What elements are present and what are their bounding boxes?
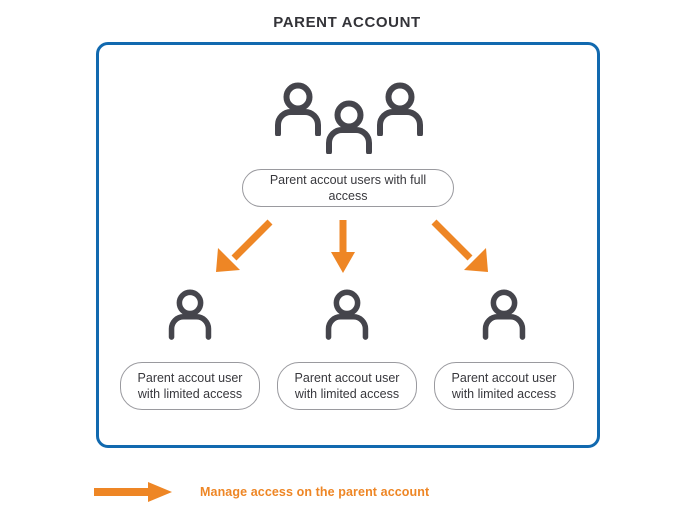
legend-label: Manage access on the parent account <box>200 485 430 499</box>
limited-access-line-2: with limited access <box>451 387 557 401</box>
full-access-label-box: Parent accout users with full access <box>242 169 454 207</box>
full-access-label-text: Parent accout users with full access <box>269 173 427 203</box>
arrow-down-icon <box>331 220 355 273</box>
limited-access-line-2: with limited access <box>137 387 243 401</box>
person-icon <box>323 288 371 340</box>
arrow-down-left-icon <box>216 219 273 272</box>
limited-access-line-1: Parent accout user <box>294 371 400 385</box>
full-access-user-group <box>266 80 436 154</box>
limited-access-label-text: Parent accout user with limited access <box>295 370 400 402</box>
legend: Manage access on the parent account <box>94 480 429 504</box>
limited-access-label-box: Parent accout user with limited access <box>434 362 574 410</box>
limited-access-label-text: Parent accout user with limited access <box>452 370 557 402</box>
person-icon <box>374 82 426 136</box>
limited-access-line-2: with limited access <box>294 387 400 401</box>
person-icon <box>272 82 324 136</box>
person-icon <box>480 288 528 340</box>
page-title: PARENT ACCOUNT <box>273 14 421 31</box>
arrow-down-right-icon <box>431 219 488 272</box>
person-icon <box>166 288 214 340</box>
limited-access-label-box: Parent accout user with limited access <box>277 362 417 410</box>
limited-access-line-1: Parent accout user <box>451 371 557 385</box>
arrow-right-icon <box>94 482 172 502</box>
limited-access-line-1: Parent accout user <box>137 371 243 385</box>
person-icon <box>323 100 375 154</box>
limited-access-label-box: Parent accout user with limited access <box>120 362 260 410</box>
limited-access-label-text: Parent accout user with limited access <box>138 370 243 402</box>
